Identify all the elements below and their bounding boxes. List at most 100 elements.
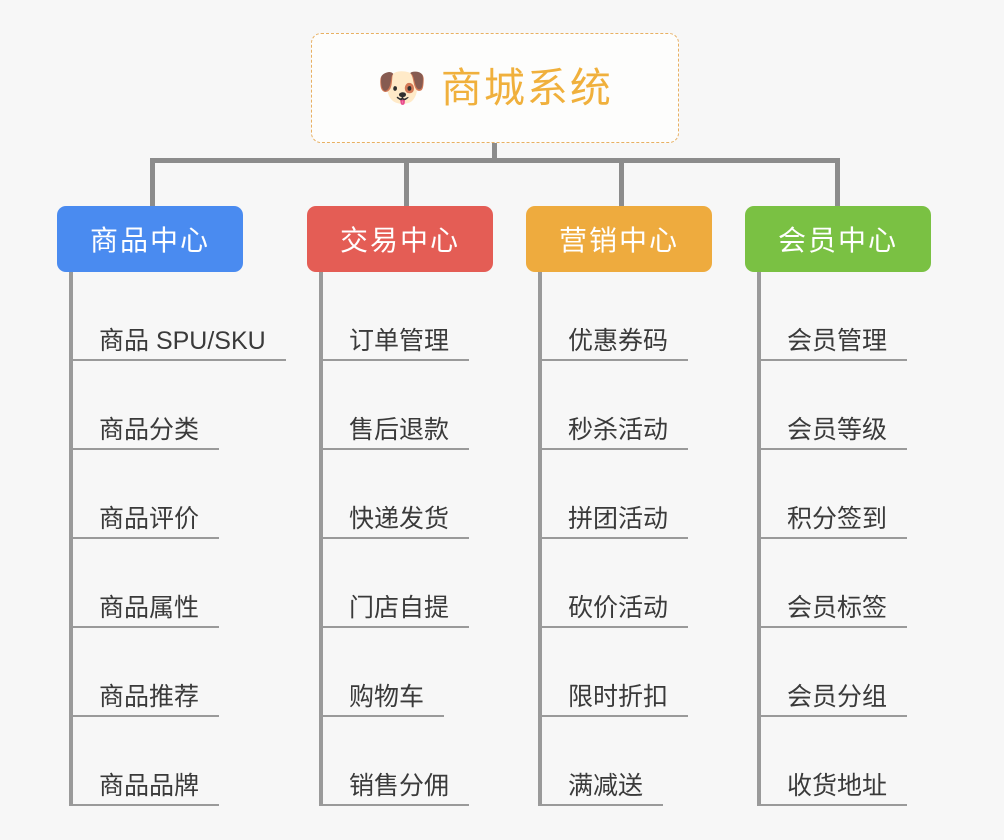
list-item[interactable]: 秒杀活动	[526, 361, 712, 450]
dog-face-icon: 🐶	[377, 66, 427, 110]
category-header-product-center[interactable]: 商品中心	[57, 206, 243, 272]
leaf-label: 商品属性	[99, 593, 200, 622]
leaf-rail	[757, 272, 761, 806]
leaf-underline	[69, 715, 219, 717]
column-trade-center: 交易中心 订单管理 售后退款 快递发货 门店自提 购物车	[307, 206, 493, 806]
leaf-underline	[538, 626, 688, 628]
leaf-label: 快递发货	[349, 504, 450, 533]
list-item[interactable]: 商品分类	[57, 361, 243, 450]
leaf-label: 会员管理	[787, 326, 888, 355]
category-header-member-center[interactable]: 会员中心	[745, 206, 931, 272]
leaf-underline	[69, 448, 219, 450]
leaf-underline	[319, 715, 444, 717]
leaf-label: 限时折扣	[568, 682, 669, 711]
leaf-underline	[757, 626, 907, 628]
leaf-underline	[757, 804, 907, 806]
root-node[interactable]: 🐶 商城系统	[311, 33, 679, 143]
leaf-label: 购物车	[349, 682, 425, 711]
leaf-underline	[757, 715, 907, 717]
list-item[interactable]: 优惠券码	[526, 272, 712, 361]
leaf-underline	[757, 448, 907, 450]
list-item[interactable]: 商品 SPU/SKU	[57, 272, 286, 361]
leaf-label: 商品推荐	[99, 682, 200, 711]
connector-drop-1	[150, 158, 155, 206]
leaf-list-marketing-center: 优惠券码 秒杀活动 拼团活动 砍价活动 限时折扣 满减送	[526, 272, 712, 806]
leaf-list-product-center: 商品 SPU/SKU 商品分类 商品评价 商品属性 商品推荐 商品品牌	[57, 272, 286, 806]
leaf-label: 积分签到	[787, 504, 888, 533]
list-item[interactable]: 满减送	[526, 717, 712, 806]
list-item[interactable]: 商品属性	[57, 539, 243, 628]
list-item[interactable]: 快递发货	[307, 450, 493, 539]
list-item[interactable]: 门店自提	[307, 539, 493, 628]
leaf-label: 会员分组	[787, 682, 888, 711]
leaf-underline	[757, 537, 907, 539]
leaf-label: 销售分佣	[349, 771, 450, 800]
category-header-marketing-center[interactable]: 营销中心	[526, 206, 712, 272]
leaf-label: 订单管理	[349, 326, 450, 355]
leaf-underline	[69, 804, 219, 806]
leaf-underline	[319, 626, 469, 628]
list-item[interactable]: 商品品牌	[57, 717, 243, 806]
leaf-underline	[319, 804, 469, 806]
leaf-underline	[319, 448, 469, 450]
leaf-label: 砍价活动	[568, 593, 669, 622]
leaf-rail	[319, 272, 323, 806]
list-item[interactable]: 销售分佣	[307, 717, 493, 806]
list-item[interactable]: 订单管理	[307, 272, 493, 361]
list-item[interactable]: 商品推荐	[57, 628, 243, 717]
leaf-underline	[538, 804, 663, 806]
column-product-center: 商品中心 商品 SPU/SKU 商品分类 商品评价 商品属性 商品推荐	[57, 206, 286, 806]
column-member-center: 会员中心 会员管理 会员等级 积分签到 会员标签 会员分组	[745, 206, 931, 806]
category-header-label: 营销中心	[558, 225, 679, 256]
list-item[interactable]: 砍价活动	[526, 539, 712, 628]
category-header-label: 交易中心	[339, 225, 460, 256]
leaf-label: 商品评价	[99, 504, 200, 533]
list-item[interactable]: 拼团活动	[526, 450, 712, 539]
list-item[interactable]: 商品评价	[57, 450, 243, 539]
list-item[interactable]: 会员标签	[745, 539, 931, 628]
leaf-underline	[538, 359, 688, 361]
list-item[interactable]: 会员分组	[745, 628, 931, 717]
list-item[interactable]: 限时折扣	[526, 628, 712, 717]
list-item[interactable]: 积分签到	[745, 450, 931, 539]
category-header-label: 会员中心	[777, 225, 898, 256]
list-item[interactable]: 购物车	[307, 628, 493, 717]
list-item[interactable]: 会员等级	[745, 361, 931, 450]
leaf-underline	[69, 626, 219, 628]
leaf-label: 商品品牌	[99, 771, 200, 800]
column-marketing-center: 营销中心 优惠券码 秒杀活动 拼团活动 砍价活动 限时折扣	[526, 206, 712, 806]
leaf-rail	[538, 272, 542, 806]
leaf-label: 收货地址	[787, 771, 888, 800]
connector-drop-3	[619, 158, 624, 206]
connector-horizontal-bar	[150, 158, 840, 163]
list-item[interactable]: 收货地址	[745, 717, 931, 806]
category-header-label: 商品中心	[89, 225, 210, 256]
leaf-label: 商品分类	[99, 415, 200, 444]
connector-drop-4	[835, 158, 840, 206]
leaf-label: 秒杀活动	[568, 415, 669, 444]
leaf-label: 拼团活动	[568, 504, 669, 533]
root-title: 商城系统	[440, 64, 613, 111]
leaf-label: 满减送	[568, 771, 644, 800]
leaf-underline	[69, 537, 219, 539]
list-item[interactable]: 售后退款	[307, 361, 493, 450]
leaf-label: 售后退款	[349, 415, 450, 444]
leaf-underline	[538, 715, 688, 717]
leaf-list-trade-center: 订单管理 售后退款 快递发货 门店自提 购物车 销售分佣	[307, 272, 493, 806]
leaf-underline	[319, 359, 469, 361]
leaf-underline	[538, 537, 688, 539]
leaf-label: 商品 SPU/SKU	[99, 326, 266, 355]
leaf-underline	[319, 537, 469, 539]
leaf-underline	[69, 359, 286, 361]
connector-drop-2	[404, 158, 409, 206]
leaf-label: 门店自提	[349, 593, 450, 622]
category-header-trade-center[interactable]: 交易中心	[307, 206, 493, 272]
leaf-label: 优惠券码	[568, 326, 669, 355]
list-item[interactable]: 会员管理	[745, 272, 931, 361]
leaf-rail	[69, 272, 73, 806]
leaf-label: 会员标签	[787, 593, 888, 622]
leaf-underline	[757, 359, 907, 361]
leaf-list-member-center: 会员管理 会员等级 积分签到 会员标签 会员分组 收货地址	[745, 272, 931, 806]
leaf-label: 会员等级	[787, 415, 888, 444]
